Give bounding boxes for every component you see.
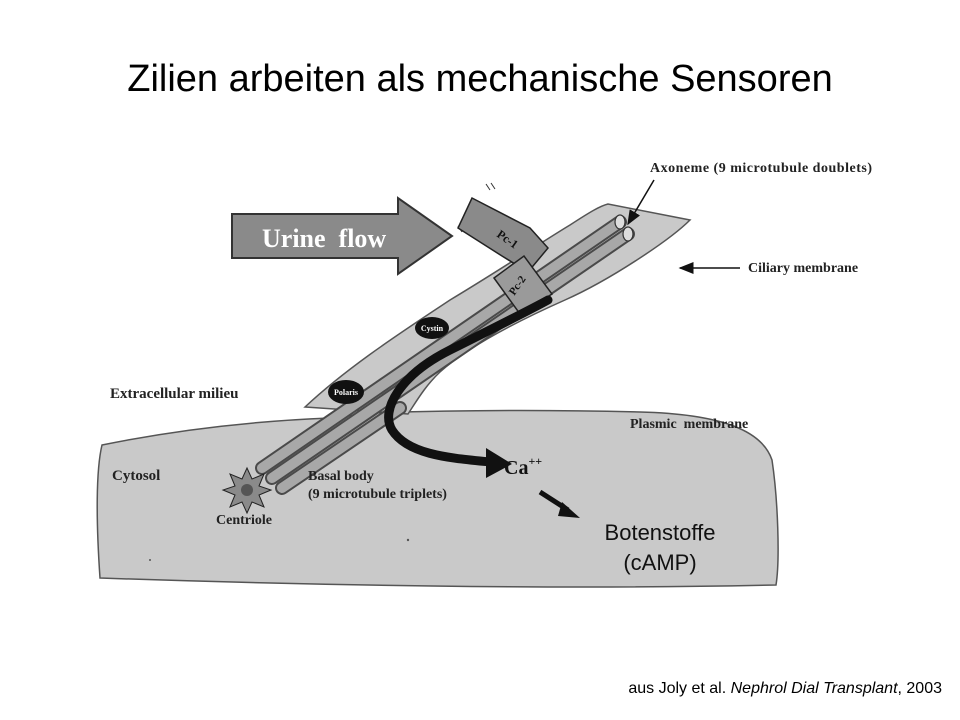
basal-body-sub-label: (9 microtubule triplets) — [308, 487, 447, 502]
centriole-icon — [221, 466, 273, 515]
plasmic-membrane-label: Plasmic membrane — [630, 417, 748, 432]
polaris-protein — [328, 380, 364, 404]
slide-title: Zilien arbeiten als mechanische Sensoren — [127, 58, 833, 100]
calcium-charge: ++ — [528, 454, 542, 468]
citation-journal: Nephrol Dial Transplant — [730, 680, 898, 697]
basal-body-label: Basal body — [308, 469, 374, 484]
microtubules — [255, 214, 635, 495]
cell-body — [96, 409, 779, 588]
polaris-label: Polaris — [334, 388, 358, 397]
calcium-signal-path — [384, 295, 553, 467]
messenger-line2: (cAMP) — [623, 550, 697, 575]
pc2-protein — [492, 254, 554, 316]
calcium-symbol: Ca — [504, 457, 528, 479]
citation: aus Joly et al. Nephrol Dial Transplant,… — [628, 680, 942, 698]
cytosol-label: Cytosol — [112, 468, 160, 484]
messenger-label: Botenstoffe (cAMP) — [560, 518, 760, 578]
cystin-label: Cystin — [421, 324, 444, 333]
messenger-line1: Botenstoffe — [604, 520, 716, 545]
messenger-arrowhead — [558, 502, 580, 518]
calcium-signal-arrowhead — [486, 448, 512, 478]
axoneme-pointer — [627, 179, 655, 226]
urine-flow-arrow — [231, 196, 454, 276]
centriole-label: Centriole — [216, 513, 272, 528]
calcium-label: Ca++ — [504, 454, 542, 479]
citation-prefix: aus Joly et al. — [628, 680, 731, 697]
ciliary-membrane-label: Ciliary membrane — [748, 261, 858, 276]
citation-suffix: , 2003 — [897, 680, 942, 697]
scan-specks — [149, 538, 701, 561]
cystin-protein — [415, 317, 449, 339]
axoneme-label: Axoneme (9 microtubule doublets) — [650, 161, 872, 176]
extracellular-milieu-label: Extracellular milieu — [110, 386, 238, 402]
urine-flow-label: Urine flow — [262, 224, 386, 253]
